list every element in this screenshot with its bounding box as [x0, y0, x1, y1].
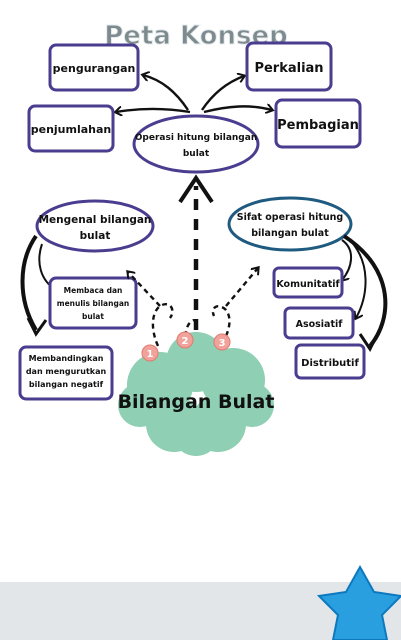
- marker-1-label: 1: [147, 349, 154, 360]
- box-membaca: Membaca dan menulis bilangan bulat: [48, 276, 138, 330]
- right-branch-title-line1: Sifat operasi hitung: [237, 212, 343, 223]
- left-branch-title-line2: bulat: [80, 230, 111, 242]
- membandingkan-line1: Membandingkan: [29, 354, 104, 363]
- label-distributif: Distributif: [301, 358, 359, 369]
- star-icon: [316, 564, 401, 640]
- membaca-line2: menulis bilangan: [57, 299, 129, 308]
- right-branch-node: Sifat operasi hitung bilangan bulat: [227, 196, 353, 252]
- left-branch-title-line1: Mengenal bilangan: [39, 214, 152, 226]
- label-penjumlahan: penjumlahan: [31, 123, 112, 136]
- box-pengurangan: pengurangan: [48, 43, 140, 92]
- center-label-line1: Operasi hitung bilangan: [135, 133, 257, 143]
- top-arrows: [116, 75, 272, 112]
- center-node: Operasi hitung bilangan bulat: [132, 114, 260, 174]
- box-perkalian: Perkalian: [245, 41, 333, 92]
- label-komunitatif: Komunitatif: [276, 279, 340, 290]
- box-penjumlahan: penjumlahan: [27, 104, 115, 153]
- marker-3: 3: [213, 333, 231, 351]
- membandingkan-line3: bilangan negatif: [29, 380, 104, 389]
- label-asosiatif: Asosiatif: [296, 319, 344, 330]
- box-asosiatif: Asosiatif: [283, 306, 355, 340]
- cloud-node: [118, 332, 274, 456]
- membaca-line3: bulat: [82, 312, 104, 321]
- marker-2-label: 2: [182, 336, 189, 347]
- box-distributif: Distributif: [294, 343, 366, 380]
- label-perkalian: Perkalian: [254, 61, 323, 76]
- right-branch-title-line2: bilangan bulat: [251, 228, 329, 239]
- cloud-label: Bilangan Bulat: [118, 391, 275, 413]
- left-branch-node: Mengenal bilangan bulat: [35, 199, 155, 253]
- box-komunitatif: Komunitatif: [272, 266, 344, 299]
- label-pembagian: Pembagian: [277, 118, 359, 133]
- center-dashed-arrow: [178, 174, 214, 350]
- right-branch-arrows: [342, 234, 388, 352]
- marker-3-label: 3: [219, 338, 226, 349]
- label-pengurangan: pengurangan: [53, 62, 136, 75]
- box-pembagian: Pembagian: [274, 98, 362, 149]
- center-label-line2: bulat: [183, 149, 210, 159]
- marker-2: 2: [176, 331, 194, 349]
- box-membandingkan: Membandingkan dan mengurutkan bilangan n…: [18, 345, 114, 401]
- membaca-line1: Membaca dan: [64, 286, 123, 295]
- membandingkan-line2: dan mengurutkan: [26, 367, 107, 376]
- marker-1: 1: [141, 344, 159, 362]
